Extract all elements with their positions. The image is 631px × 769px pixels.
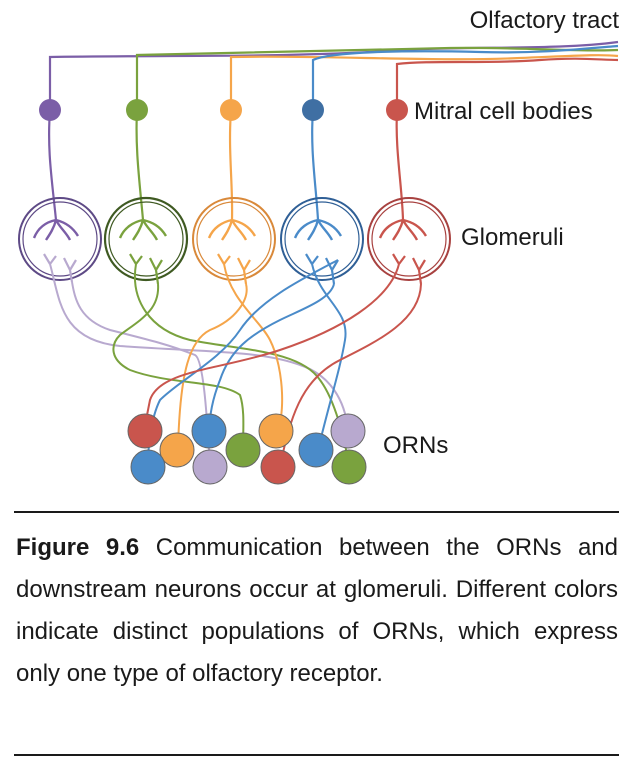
- orn-light-purple: [192, 449, 228, 485]
- caption-rule-bottom: [14, 754, 619, 756]
- mitral-cell-green: [126, 99, 148, 121]
- mitral-cell-purple: [39, 99, 61, 121]
- orn-orange: [258, 413, 294, 449]
- glomeruli: [18, 196, 451, 285]
- label-olfactory-tract: Olfactory tract: [470, 7, 620, 34]
- glomerulus-blue: [280, 197, 364, 285]
- tract-axon-orange: [229, 54, 619, 110]
- caption-rule-top: [14, 511, 619, 513]
- label-glomeruli: Glomeruli: [461, 224, 564, 251]
- tract-axon-blue: [311, 44, 619, 110]
- mitral-cell-bodies: [39, 99, 408, 121]
- mitral-cell-blue: [302, 99, 324, 121]
- orn-red: [260, 449, 296, 485]
- mitral-cell-orange: [220, 99, 242, 121]
- orn-blue: [298, 432, 334, 468]
- label-mitral-cell-bodies: Mitral cell bodies: [414, 98, 593, 125]
- glomerulus-purple: [18, 197, 102, 283]
- orn-blue: [191, 413, 227, 449]
- glomerulus-green: [103, 196, 189, 285]
- orn-cells: [127, 413, 367, 485]
- caption-text: Communication between the ORNs and downs…: [16, 534, 618, 687]
- orn-green: [225, 432, 261, 468]
- mitral-dendrites: [48, 109, 405, 221]
- figure-number: Figure 9.6: [16, 534, 140, 561]
- glomerulus-orange: [192, 197, 276, 285]
- orn-axons: [49, 259, 422, 467]
- orn-red: [127, 413, 163, 449]
- orn-blue: [130, 449, 166, 485]
- orn-green: [331, 449, 367, 485]
- olfactory-diagram: Olfactory tract Mitral cell bodies Glome…: [18, 7, 620, 485]
- tract-axon-red: [395, 57, 619, 110]
- glomerulus-red: [367, 197, 451, 285]
- figure-caption: Figure 9.6 Communication between the ORN…: [16, 527, 618, 695]
- mitral-cell-red: [386, 99, 408, 121]
- label-orns: ORNs: [383, 432, 448, 459]
- orn-light-purple: [330, 413, 366, 449]
- olfactory-tract-bundle: [48, 40, 619, 110]
- orn-orange: [159, 432, 195, 468]
